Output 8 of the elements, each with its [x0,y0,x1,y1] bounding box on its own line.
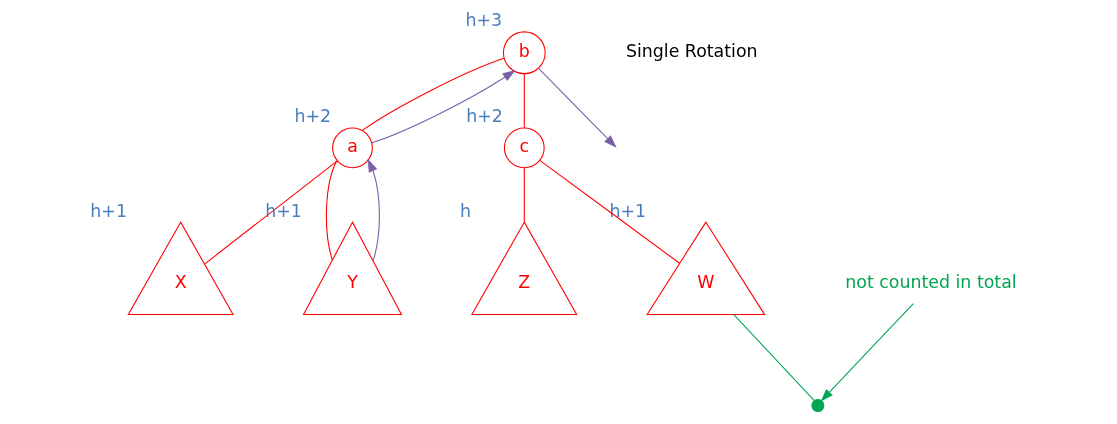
label: Single Rotation [625,40,758,61]
node-label: h+1 [609,200,647,221]
node-label: h+3 [465,10,503,31]
node-label: h+1 [90,200,127,221]
node-text: not counted in total [845,271,1017,292]
node-label: h+2 [466,106,503,127]
node-label: h+2 [294,106,332,127]
node-label: h [460,200,472,221]
